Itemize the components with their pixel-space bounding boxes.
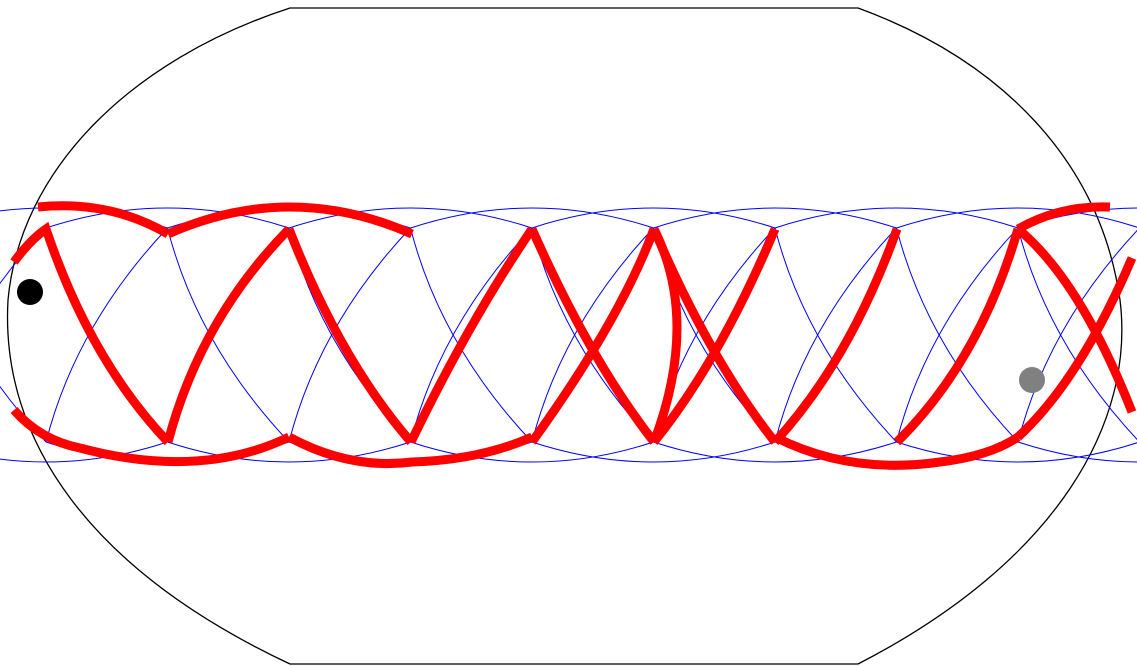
- grid-diagonal-arc: [288, 227, 411, 443]
- grid-diagonal-arc: [896, 227, 1019, 443]
- grid-diagonal-arc: [1017, 227, 1137, 441]
- path-diagonal: [650, 227, 780, 445]
- path-diagonal: [771, 227, 902, 446]
- disk-boundary: [6, 7, 1123, 665]
- path-bottom-arc: [286, 432, 534, 469]
- grid-diagonal-arc: [45, 227, 168, 443]
- grid-top-arc: [653, 207, 897, 229]
- grid-bottom-arc: [1017, 441, 1137, 463]
- path-top-arc: [37, 201, 171, 238]
- path-diagonal: [284, 227, 415, 445]
- grid-top-arc: [288, 207, 533, 229]
- grid-diagonal-arc: [167, 227, 290, 443]
- path-diagonal: [528, 227, 659, 445]
- grid-bottom-arc: [167, 441, 411, 463]
- grid-diagonal-arc: [1017, 229, 1137, 443]
- path-diagonal: [1014, 256, 1137, 441]
- grid-diagonal-arc: [410, 227, 533, 443]
- path-bottom-arc: [772, 432, 1021, 470]
- grid-diagonal-arc: [288, 227, 411, 443]
- grid-bottom-arc: [410, 441, 654, 463]
- grid-bottom-arc: [896, 441, 1137, 463]
- path-top-arc: [1015, 202, 1111, 233]
- grid-top-arc: [896, 207, 1137, 229]
- grid-diagonal-arc: [774, 227, 897, 443]
- grid-top-arc: [45, 207, 290, 229]
- grid-diagonal-arc: [45, 227, 168, 443]
- grid-diagonal-arc: [896, 227, 1019, 443]
- grid-top-arc: [774, 207, 1019, 229]
- path-diagonal: [10, 221, 172, 446]
- path-diagonal: [893, 227, 1023, 446]
- start-marker-dot: [17, 279, 43, 305]
- grid-diagonal-arc: [167, 227, 290, 443]
- grid-diagonal-arc: [410, 227, 533, 443]
- grid-bottom-arc: [0, 441, 168, 463]
- grid-bottom-arc: [653, 441, 897, 463]
- path-diagonal: [163, 225, 293, 444]
- grid-top-arc: [531, 207, 776, 229]
- grid-diagonal-arc: [774, 227, 897, 443]
- highlighted-path: [10, 201, 1137, 470]
- grid-top-arc: [410, 207, 654, 229]
- grid-bottom-arc: [531, 441, 776, 463]
- end-marker-dot: [1019, 367, 1045, 393]
- path-bottom-arc: [10, 406, 291, 467]
- path-top-arc: [166, 202, 414, 239]
- path-diagonal: [406, 226, 536, 444]
- path-diagonal: [1015, 225, 1137, 414]
